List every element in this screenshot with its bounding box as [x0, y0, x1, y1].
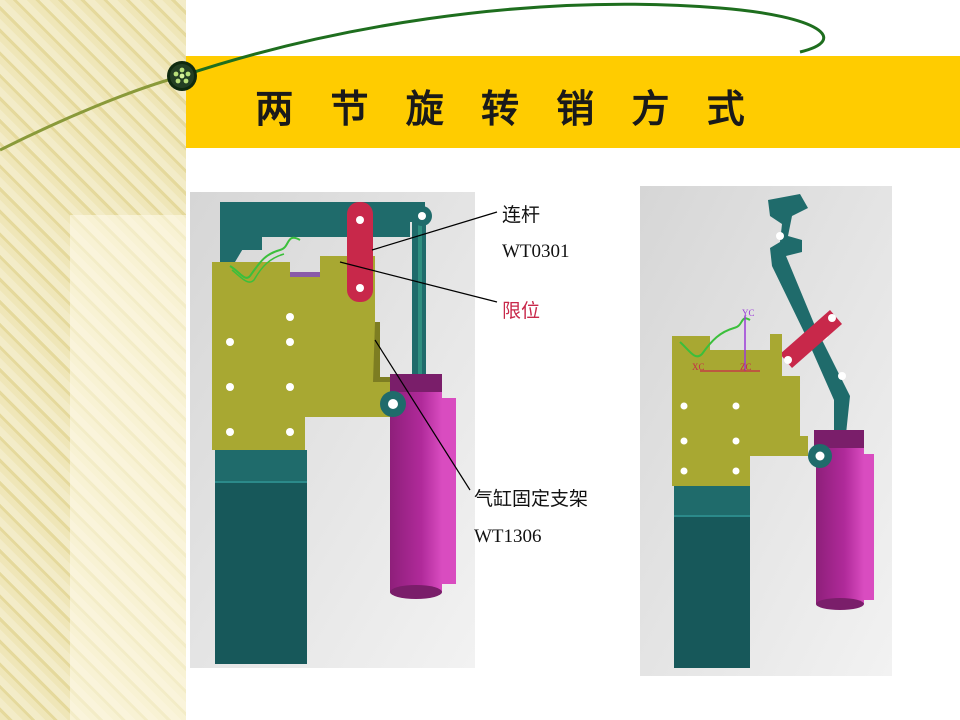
label-link-name: 连杆 — [502, 205, 541, 226]
title-bar — [186, 56, 960, 148]
cad-figure-left — [190, 192, 475, 668]
axis-yc-mark: YC — [742, 308, 755, 318]
cad-figure-right — [640, 186, 892, 676]
side-band-panel — [70, 215, 186, 720]
axis-xc-mark: XC — [692, 362, 705, 372]
slide-title: 两 节 旋 转 销 方 式 — [255, 87, 757, 131]
label-bracket-code: WT1306 — [474, 526, 542, 547]
axis-zc-mark: ZC — [740, 362, 752, 372]
label-bracket-name: 气缸固定支架 — [474, 489, 589, 510]
label-limit: 限位 — [502, 301, 541, 322]
ornament-icon — [167, 61, 197, 91]
label-link-code: WT0301 — [502, 241, 570, 262]
